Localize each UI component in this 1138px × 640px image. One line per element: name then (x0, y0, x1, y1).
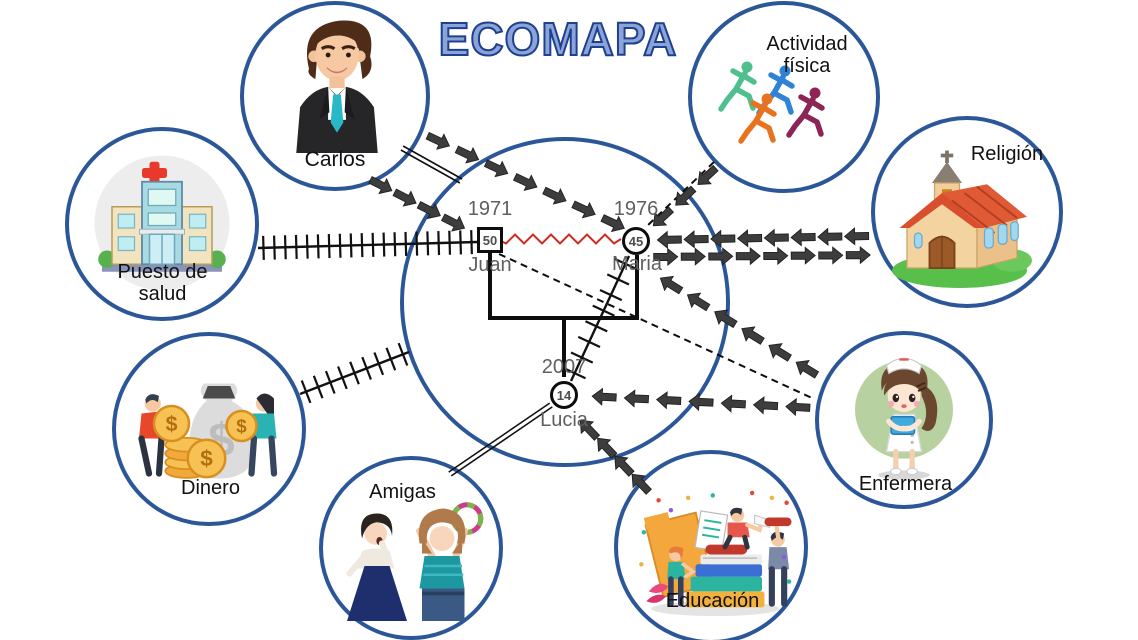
father-name: Juan (468, 254, 512, 276)
friends-icon (346, 502, 484, 621)
mother-birth-year: 1976 (613, 198, 659, 220)
node-enfermera (815, 331, 993, 509)
money-icon: $ $ $ $ (138, 383, 278, 479)
education-icon (639, 490, 792, 616)
node-religion (871, 116, 1063, 308)
label-puesto-de-salud: Puesto de salud (117, 261, 208, 306)
church-icon (892, 150, 1032, 288)
label-enfermera: Enfermera (858, 473, 953, 495)
runners-icon (718, 61, 825, 144)
label-actividad-fisica: Actividad física (766, 33, 848, 78)
node-carlos (240, 1, 430, 191)
father-birth-year: 1971 (467, 198, 513, 220)
mother-name: Maria (611, 253, 662, 275)
node-dinero: $ $ $ $ (112, 332, 306, 526)
node-puesto-de-salud (65, 127, 259, 321)
nurse-icon (855, 357, 953, 480)
label-amigas: Amigas (369, 481, 436, 503)
mother-age: 45 (628, 233, 644, 249)
father-age: 50 (482, 232, 498, 248)
svg-text:$: $ (200, 446, 213, 471)
man-avatar-icon (296, 20, 378, 153)
daughter-genogram-circle: 14 (550, 381, 578, 409)
daughter-birth-year: 2007 (541, 356, 587, 378)
father-genogram-square: 50 (477, 227, 503, 253)
daughter-name: Lucia (540, 409, 588, 431)
svg-text:$: $ (236, 415, 247, 436)
svg-text:$: $ (166, 412, 178, 436)
daughter-age: 14 (556, 387, 572, 403)
label-carlos: Carlos (304, 148, 366, 171)
node-actividad-fisica (688, 1, 880, 193)
label-dinero: Dinero (181, 477, 240, 499)
label-educacion: Educación (665, 590, 760, 612)
page-title: ECOMAPA (438, 12, 678, 66)
mother-genogram-circle: 45 (622, 227, 650, 255)
node-amigas (319, 456, 503, 640)
health-post-icon (94, 155, 230, 291)
label-religion: Religión (970, 143, 1044, 165)
